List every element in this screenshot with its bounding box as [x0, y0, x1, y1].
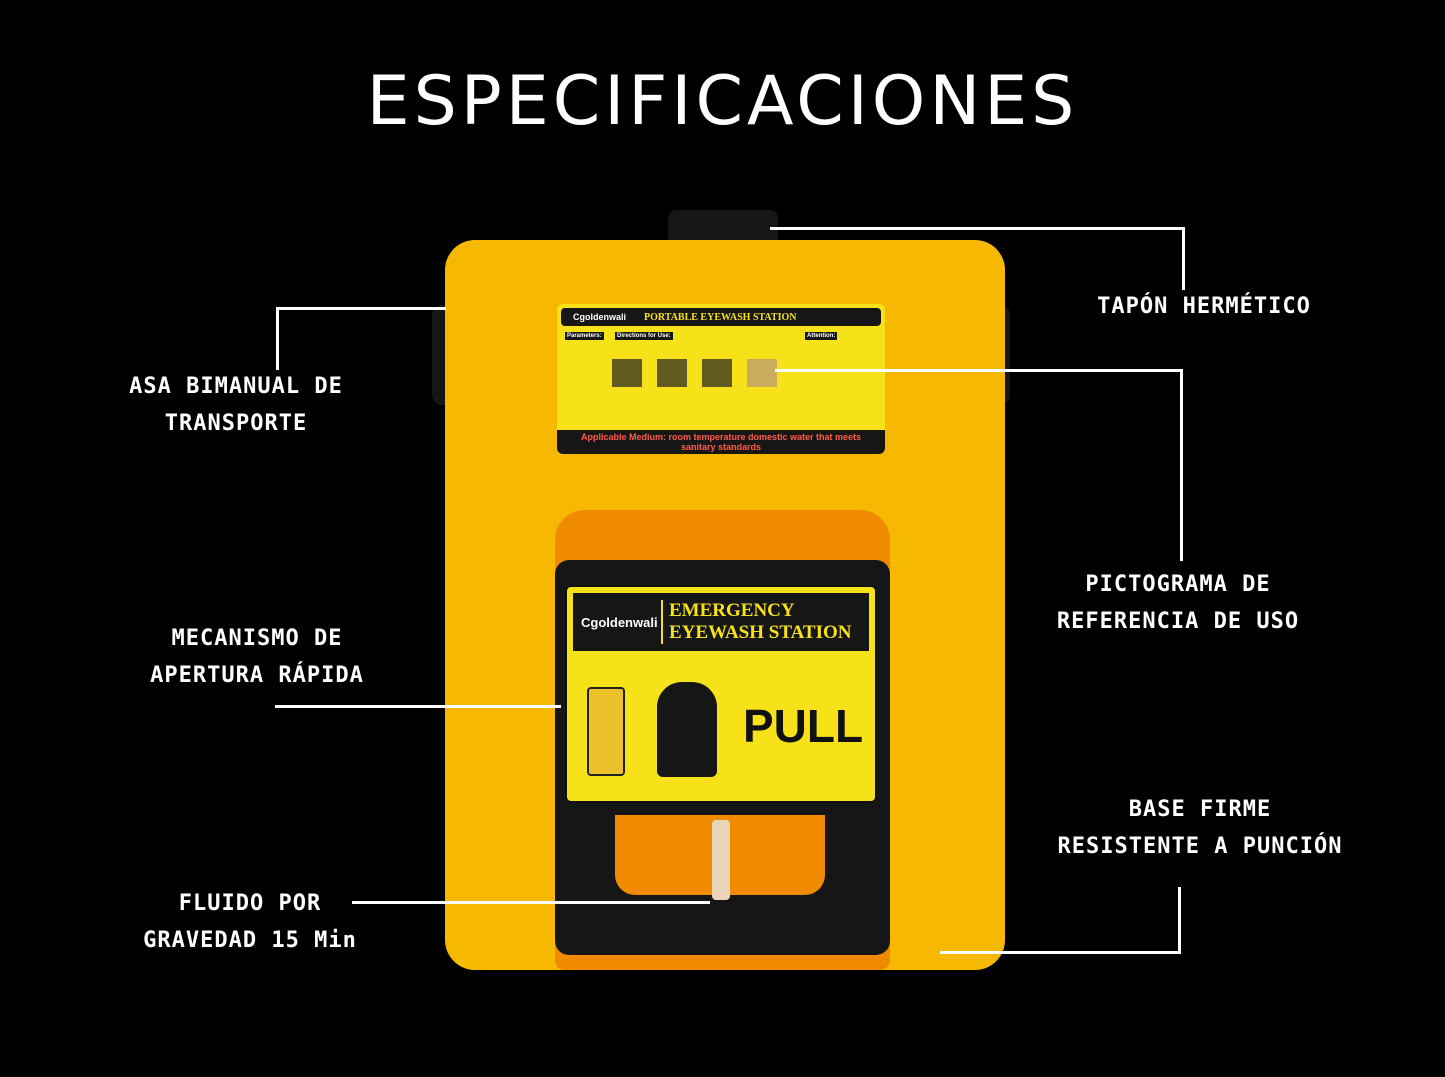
callout-base-line1: BASE FIRME: [1128, 797, 1272, 822]
fluido-line: [352, 901, 710, 904]
pull-decal-brand: Cgoldenwali: [581, 614, 658, 630]
parameters-heading: Parameters:: [565, 332, 604, 340]
pictograma-line-v: [1180, 369, 1183, 561]
callout-fluido: FLUIDO POR GRAVEDAD 15 Min: [100, 885, 400, 959]
dispenser-pictogram: [587, 687, 625, 776]
pull-decal-line1: EMERGENCY: [669, 600, 795, 621]
page-title: ESPECIFICACIONES: [366, 62, 1079, 141]
callout-base-line2: RESISTENTE A PUNCIÓN: [1057, 834, 1343, 859]
decal-footer: Applicable Medium: room temperature dome…: [580, 432, 862, 452]
directions-heading: Directions for Use:: [615, 332, 673, 340]
attention-heading: Attention:: [805, 332, 838, 340]
callout-fluido-line1: FLUIDO POR: [178, 891, 322, 916]
callout-asa-line1: ASA BIMANUAL DE: [129, 374, 343, 399]
callout-asa: ASA BIMANUAL DE TRANSPORTE: [86, 368, 386, 442]
nozzle: [712, 820, 730, 900]
asa-line: [276, 307, 446, 310]
callout-mecanismo-line1: MECANISMO DE: [171, 626, 343, 651]
pictograms: [612, 359, 777, 389]
tapon-line: [770, 227, 1185, 230]
pull-decal-line2: EYEWASH STATION: [669, 622, 852, 643]
callout-tapon: TAPÓN HERMÉTICO: [1054, 288, 1354, 325]
base-line-v: [1178, 887, 1181, 954]
callout-mecanismo-line2: APERTURA RÁPIDA: [150, 663, 364, 688]
callout-pictograma-line1: PICTOGRAMA DE: [1085, 572, 1271, 597]
asa-line-v: [276, 307, 279, 370]
decal-brand: Cgoldenwali: [573, 312, 627, 322]
person-pictogram: [657, 682, 717, 777]
cap: [668, 210, 778, 240]
instruction-decal: Cgoldenwali PORTABLE EYEWASH STATION Par…: [557, 304, 885, 454]
callout-fluido-line2: GRAVEDAD 15 Min: [143, 928, 357, 953]
callout-tapon-text: TAPÓN HERMÉTICO: [1097, 294, 1311, 319]
pull-decal: Cgoldenwali EMERGENCY EYEWASH STATION PU…: [565, 585, 877, 803]
callout-mecanismo: MECANISMO DE APERTURA RÁPIDA: [107, 620, 407, 694]
pull-text: PULL: [743, 700, 864, 752]
base-line: [940, 951, 1181, 954]
pictograma-line: [775, 369, 1183, 372]
mecanismo-line: [275, 705, 561, 708]
decal-title: PORTABLE EYEWASH STATION: [644, 311, 797, 323]
callout-asa-line2: TRANSPORTE: [164, 411, 308, 436]
callout-base: BASE FIRME RESISTENTE A PUNCIÓN: [1030, 791, 1370, 865]
tapon-line-v: [1182, 227, 1185, 290]
callout-pictograma-line2: REFERENCIA DE USO: [1056, 609, 1300, 634]
callout-pictograma: PICTOGRAMA DE REFERENCIA DE USO: [1028, 566, 1328, 640]
